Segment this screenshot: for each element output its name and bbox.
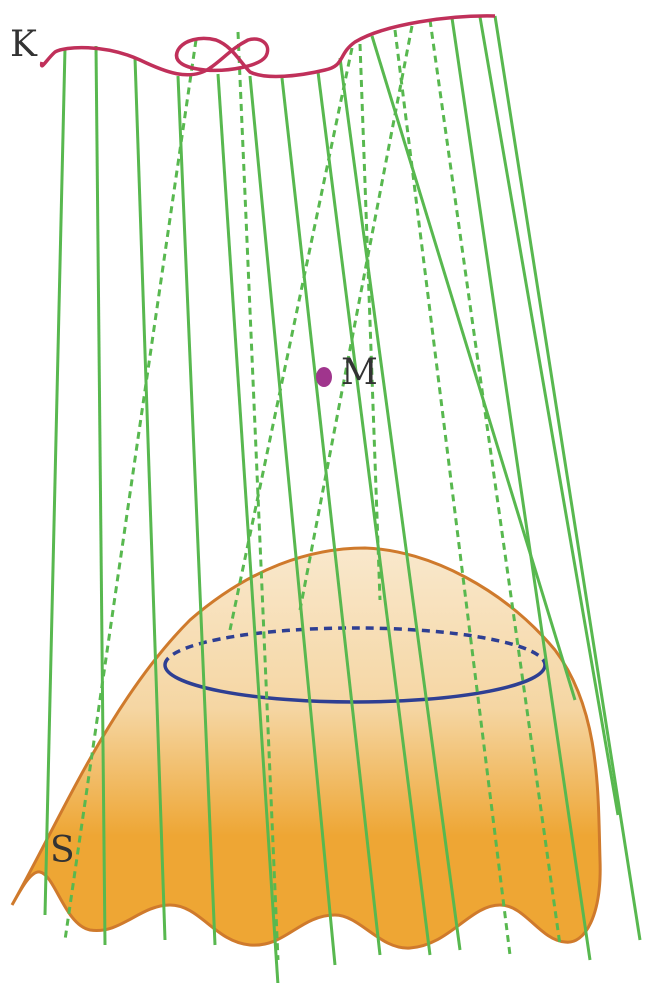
generator-line xyxy=(298,25,414,611)
generator-line xyxy=(478,16,620,816)
generator-line xyxy=(133,57,167,941)
surface-s xyxy=(10,546,602,950)
generator-lines xyxy=(43,15,642,983)
generator-line xyxy=(370,35,577,701)
generator-line xyxy=(94,45,107,946)
ellipse-front-arc xyxy=(163,664,547,704)
generator-line xyxy=(228,47,354,631)
generator-line xyxy=(338,57,462,951)
generator-line xyxy=(316,71,432,956)
generator-line xyxy=(176,75,217,946)
generator-line xyxy=(358,43,382,601)
generator-line xyxy=(450,17,592,961)
ellipse-back-arc xyxy=(163,626,547,666)
generator-line xyxy=(493,15,642,941)
generator-line xyxy=(248,75,337,966)
generator-line xyxy=(63,39,198,941)
generator-line xyxy=(43,47,67,916)
generator-line xyxy=(216,73,280,983)
label-s: S xyxy=(50,830,75,871)
label-k: K xyxy=(10,24,38,65)
generator-line xyxy=(236,31,280,961)
label-m: M xyxy=(341,352,378,393)
curve-k xyxy=(39,14,496,79)
vertex-point-m xyxy=(316,367,332,387)
generator-line xyxy=(280,77,382,956)
